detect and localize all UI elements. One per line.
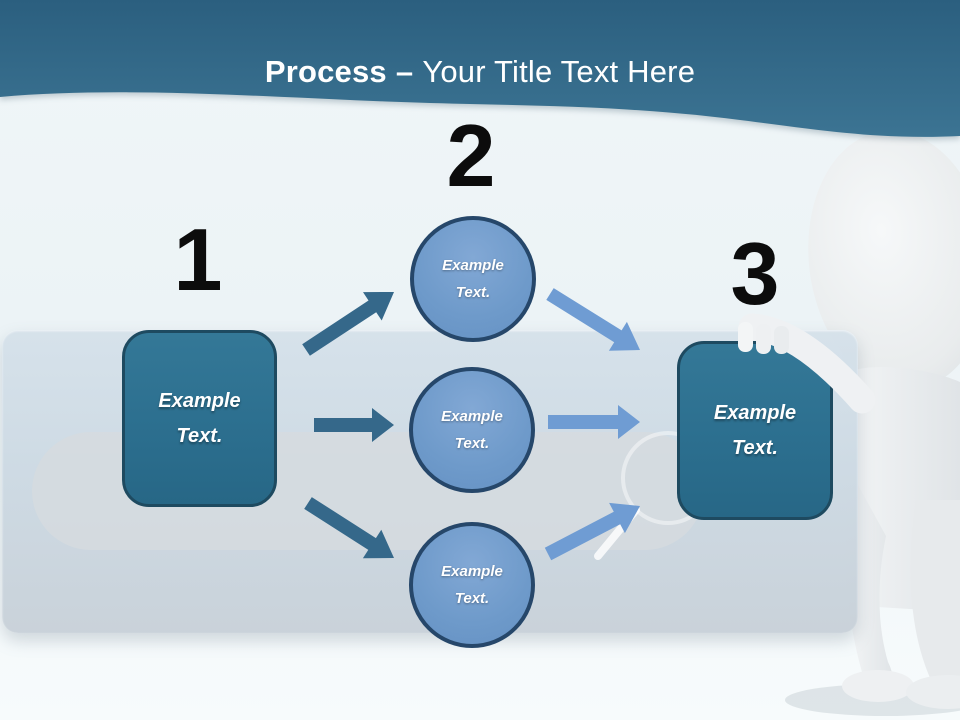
left-text-box[interactable]: Example Text.: [122, 330, 277, 507]
figure-finger: [774, 326, 789, 354]
bottom-circle[interactable]: Example Text.: [409, 522, 535, 648]
right-box-line1: Example: [713, 401, 797, 424]
bottom-circle-line1: Example: [441, 563, 503, 580]
top-circle-line1: Example: [442, 257, 504, 274]
figure-left-foot: [842, 670, 914, 702]
bottom-circle-line2: Text.: [454, 590, 490, 607]
arrow-middle-circle-to-right: [548, 405, 640, 439]
right-box-line2: Text.: [732, 436, 778, 459]
right-text-box-label: Example Text.: [714, 396, 796, 466]
step-number-3: 3: [730, 224, 780, 323]
arrow-left-to-middle-circle: [314, 408, 394, 442]
top-circle-label: Example Text.: [442, 252, 504, 306]
bottom-circle-label: Example Text.: [441, 558, 503, 612]
left-box-line2: Text.: [176, 424, 223, 447]
right-text-box[interactable]: Example Text.: [677, 341, 833, 520]
figure-finger: [738, 322, 753, 352]
left-box-line1: Example: [158, 389, 241, 412]
middle-circle-label: Example Text.: [441, 403, 503, 457]
top-circle[interactable]: Example Text.: [410, 216, 536, 342]
arrow-left-to-top-circle: [302, 292, 394, 356]
middle-circle-line1: Example: [441, 408, 503, 425]
title-regular-part: Your Title Text Here: [422, 54, 696, 89]
slide-title[interactable]: Process–Your Title Text Here: [0, 54, 960, 90]
left-text-box-label: Example Text.: [158, 384, 240, 454]
title-bold-part: Process: [264, 54, 387, 89]
step-number-1: 1: [173, 210, 223, 309]
figure-finger: [756, 324, 771, 354]
middle-circle[interactable]: Example Text.: [409, 367, 535, 493]
figure-head: [808, 130, 960, 390]
arrow-left-to-bottom-circle: [304, 497, 394, 559]
top-circle-line2: Text.: [455, 284, 491, 301]
figure-right-leg: [910, 500, 960, 694]
arrow-top-circle-to-right: [546, 288, 640, 351]
arrow-bottom-circle-to-right: [544, 502, 640, 561]
header-wave: [0, 0, 960, 137]
figure-right-foot: [906, 675, 960, 709]
middle-circle-line2: Text.: [454, 435, 490, 452]
step-number-2: 2: [446, 106, 496, 205]
title-dash: –: [395, 54, 414, 89]
